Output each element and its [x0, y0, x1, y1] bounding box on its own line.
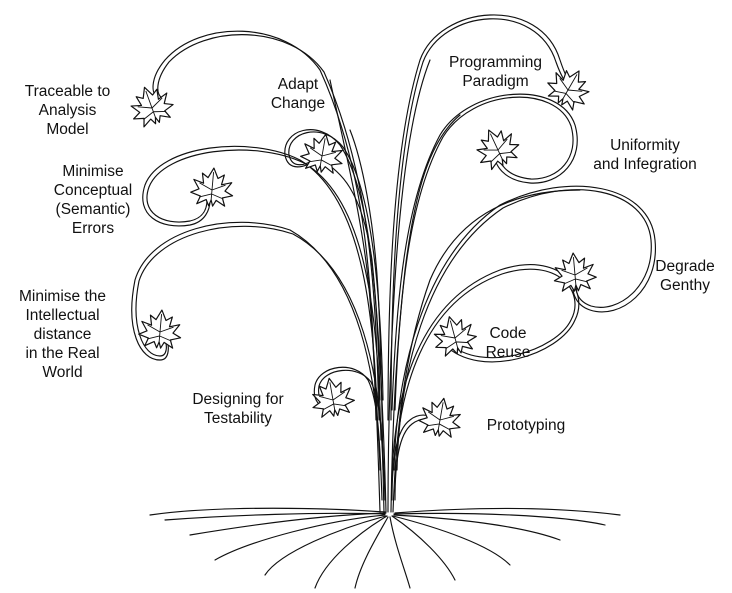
label-adapt-change: Adapt Change [258, 75, 338, 113]
maple-leaf-icon [299, 131, 347, 176]
label-conceptual-errors: Minimise Conceptual (Semantic) Errors [38, 162, 148, 238]
label-intellectual-distance: Minimise the Intellectual distance in th… [5, 287, 120, 382]
label-code-reuse: Code Reuse [478, 324, 538, 362]
maple-leaf-icon [470, 121, 524, 173]
maple-leaf-icon [552, 251, 597, 293]
label-programming-paradigm: Programming Paradigm [438, 53, 553, 91]
branch-code-reuse [392, 265, 579, 480]
label-traceable: Traceable to Analysis Model [10, 82, 125, 139]
label-uniformity: Uniformity and Infegration [575, 136, 715, 174]
maple-leaf-icon [125, 80, 177, 130]
maple-leaf-icon [417, 395, 465, 440]
roots [150, 508, 620, 588]
label-testability: Designing for Testability [178, 390, 298, 428]
maple-leaf-icon [138, 308, 183, 350]
maple-leaf-icon [190, 166, 235, 208]
label-prototyping: Prototyping [474, 416, 578, 435]
label-degrade-gently: Degrade Genthy [645, 257, 725, 295]
